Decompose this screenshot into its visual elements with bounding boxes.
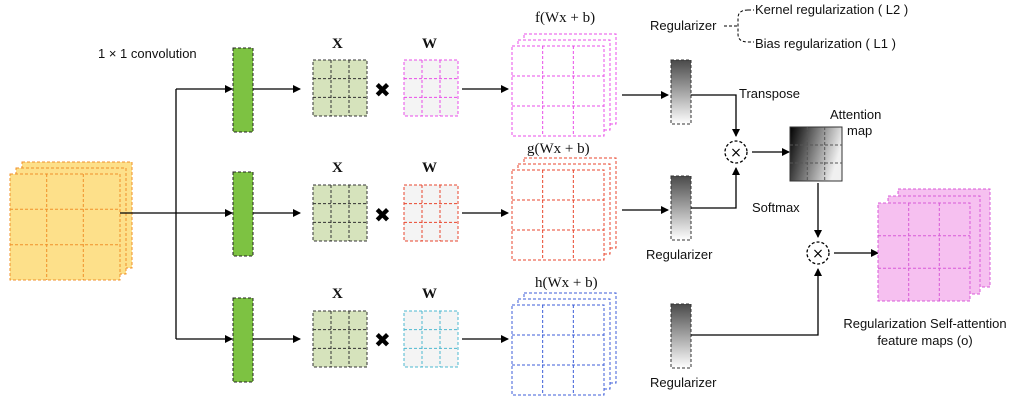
regularizer-g (670, 175, 692, 241)
regularizer-mid-label: Regularizer (646, 247, 713, 262)
attention-label-1: Attention (830, 107, 881, 122)
h-expression: h(Wx + b) (535, 275, 598, 291)
multiply-op-attention: × (724, 140, 748, 164)
w-to-stack-arrows (462, 85, 509, 343)
output-feature-maps (877, 188, 991, 302)
x-label-g: X (332, 160, 343, 176)
regularizer-h (670, 303, 692, 369)
kernel-regularization-label: Kernel regularization ( L2 ) (755, 2, 908, 17)
reg-brace (724, 9, 754, 43)
regularizer-f (670, 59, 692, 125)
output-label-2: feature maps (o) (877, 333, 972, 348)
output-label-1: Regularization Self-attention (843, 316, 1006, 331)
regularizer-bottom-label: Regularizer (650, 375, 717, 390)
f-expression: f(Wx + b) (535, 10, 595, 26)
stack-to-reg-arrows (622, 91, 879, 336)
attention-label-2: map (847, 123, 872, 138)
times-icon-f: ✖ (374, 78, 391, 102)
bias-regularization-label: Bias regularization ( L1 ) (755, 36, 896, 51)
w-label-h: W (422, 286, 437, 302)
feature-stack-f (511, 33, 617, 137)
feature-stack-front-f (511, 45, 605, 137)
feature-stack-front-g (511, 169, 605, 261)
w-label-g: W (422, 160, 437, 176)
input-feature-maps (9, 161, 133, 281)
conv-bar-h (232, 297, 254, 383)
conv-bar-f (232, 47, 254, 133)
feature-stacks (511, 33, 617, 396)
multiply-icon: × (730, 145, 742, 161)
multiply-op-output: × (806, 241, 830, 265)
w-matrix-h (403, 310, 459, 368)
branch-connectors (120, 85, 233, 343)
attention-map (789, 126, 843, 182)
regularizer-top-label: Regularizer (650, 18, 717, 33)
transpose-label: Transpose (739, 86, 800, 101)
conv-bar-g (232, 171, 254, 257)
g-expression: g(Wx + b) (527, 141, 590, 157)
times-icon-g: ✖ (374, 203, 391, 227)
feature-stack-front-h (511, 304, 605, 396)
feature-stack-h (511, 292, 617, 396)
conv-label: 1 × 1 convolution (98, 46, 197, 61)
matrix-grids (312, 59, 459, 368)
w-matrix-f (403, 59, 459, 117)
x-label-h: X (332, 286, 343, 302)
multiply-icon: × (812, 246, 824, 262)
softmax-label: Softmax (752, 200, 800, 215)
x-matrix-h (312, 310, 368, 368)
x-matrix-g (312, 184, 368, 242)
feature-stack-g (511, 157, 617, 261)
x-matrix-f (312, 59, 368, 117)
w-matrix-g (403, 184, 459, 242)
w-label-f: W (422, 36, 437, 52)
conv-to-x-arrows (253, 85, 301, 343)
x-label-f: X (332, 36, 343, 52)
times-icon-h: ✖ (374, 328, 391, 352)
